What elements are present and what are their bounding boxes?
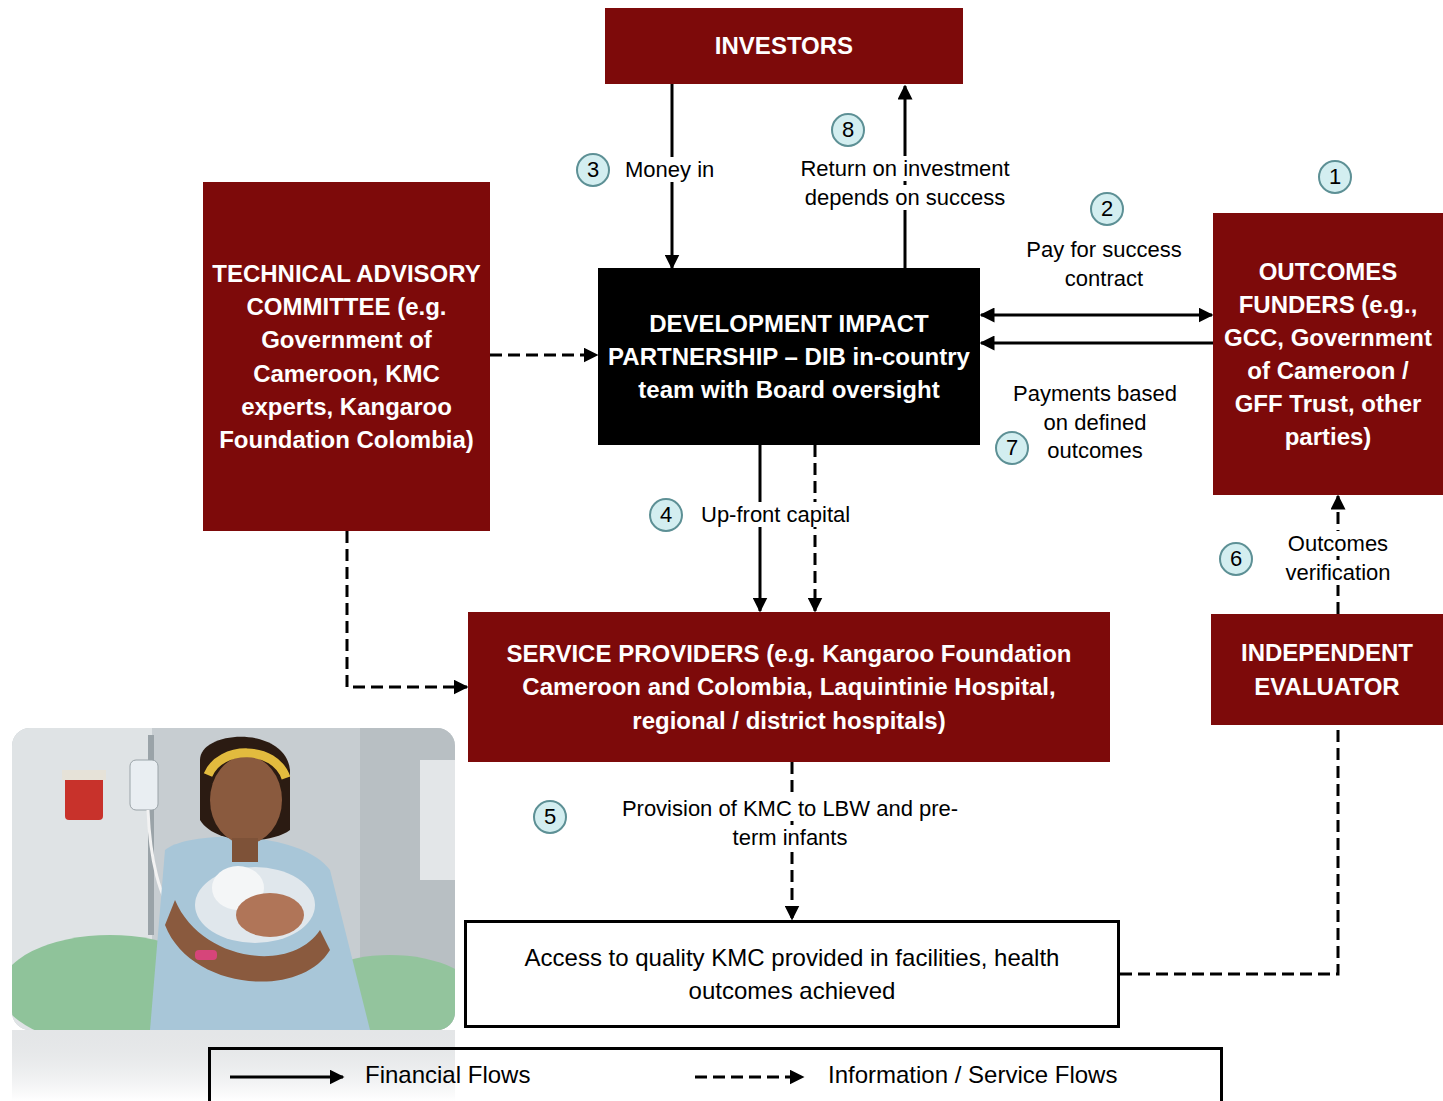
photo (12, 728, 455, 1030)
callout-number: 4 (649, 498, 683, 532)
flow-label-holder: Outcomes verification (1268, 530, 1408, 587)
partnership-box: DEVELOPMENT IMPACT PARTNERSHIP – DIB in-… (598, 268, 980, 445)
callout-number: 6 (1219, 542, 1253, 576)
node-label: OUTCOMES FUNDERS (e.g., GCC, Government … (1221, 255, 1435, 454)
node-label: INDEPENDENT EVALUATOR (1219, 636, 1435, 702)
flow-label: Outcomes verification (1282, 531, 1393, 585)
information-flow (814, 445, 817, 611)
outcome-box: Access to quality KMC provided in facili… (464, 920, 1120, 1028)
node-label: DEVELOPMENT IMPACT PARTNERSHIP – DIB in-… (608, 307, 970, 406)
flow-label: Return on investment depends on success (797, 156, 1012, 210)
funders-box: OUTCOMES FUNDERS (e.g., GCC, Government … (1213, 213, 1443, 495)
flow-label: Payments based on defined outcomes (1010, 381, 1180, 463)
callout-number: 3 (576, 153, 610, 187)
financial-flow (981, 342, 1213, 345)
legend-text: Information / Service Flows (828, 1061, 1117, 1089)
node-label: SERVICE PROVIDERS (e.g. Kangaroo Foundat… (476, 637, 1102, 736)
providers-box: SERVICE PROVIDERS (e.g. Kangaroo Foundat… (468, 612, 1110, 762)
investors-box: INVESTORS (605, 8, 963, 84)
evaluator-box: INDEPENDENT EVALUATOR (1211, 614, 1443, 725)
flow-label: Provision of KMC to LBW and pre-term inf… (619, 796, 961, 850)
flow-label-holder: Up-front capital (698, 501, 853, 530)
callout-number: 8 (831, 113, 865, 147)
flow-label-holder: Return on investment depends on success (772, 155, 1038, 212)
financial-flow (759, 445, 762, 611)
information-flow (490, 354, 597, 357)
flow-label: Money in (622, 157, 717, 182)
node-label: Access to quality KMC provided in facili… (477, 941, 1107, 1007)
flow-label-holder: Provision of KMC to LBW and pre-term inf… (615, 795, 965, 852)
callout-number: 7 (995, 431, 1029, 465)
information-flow (1120, 725, 1338, 974)
flow-label: Up-front capital (698, 502, 853, 527)
legend-text: Financial Flows (365, 1061, 530, 1089)
information-flow (347, 531, 467, 687)
flow-label: Pay for success contract (1023, 237, 1184, 291)
legend-solid-sample (230, 1076, 343, 1079)
callout-number: 1 (1318, 160, 1352, 194)
node-label: TECHNICAL ADVISORY COMMITTEE (e.g. Gover… (211, 257, 482, 456)
advisory-box: TECHNICAL ADVISORY COMMITTEE (e.g. Gover… (203, 182, 490, 531)
flow-label-holder: Money in (622, 156, 717, 185)
node-label: INVESTORS (715, 29, 853, 62)
flow-label-holder: Pay for success contract (1004, 236, 1204, 293)
callout-number: 5 (533, 800, 567, 834)
callout-number: 2 (1090, 192, 1124, 226)
legend-dashed-sample (695, 1076, 803, 1079)
financial-flow (981, 314, 1212, 317)
flow-label-holder: Payments based on defined outcomes (1005, 380, 1185, 466)
